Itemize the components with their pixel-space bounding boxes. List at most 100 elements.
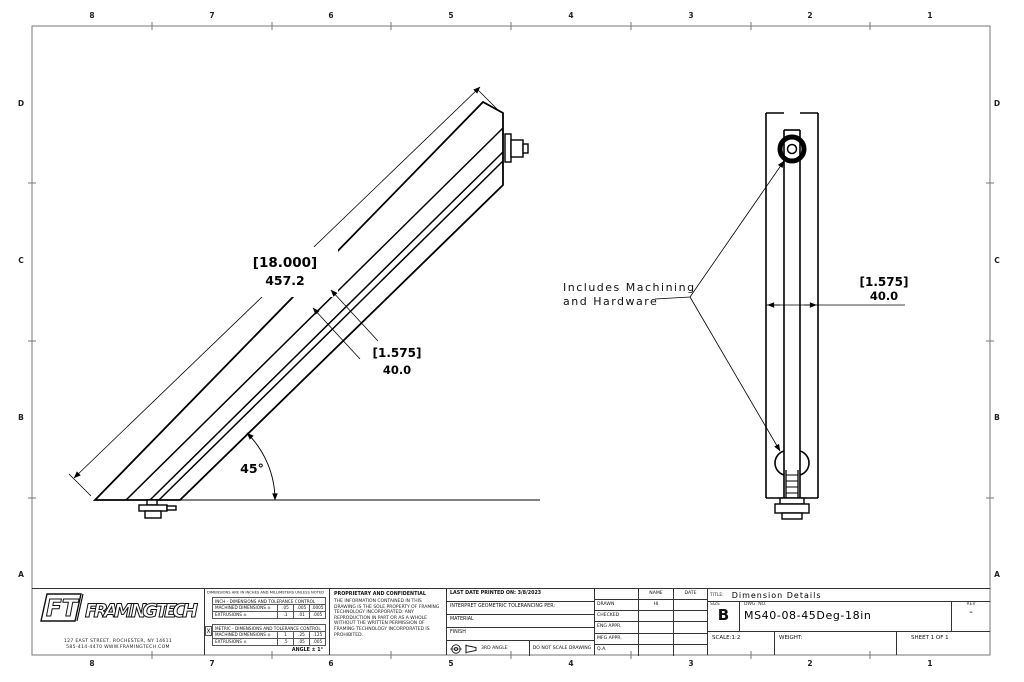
- zone-label: 2: [807, 659, 813, 668]
- metric-tolerance-box: METRIC - DIMENSIONS AND TOLERANCE CONTRO…: [212, 624, 326, 646]
- tol-value: .05: [277, 605, 293, 611]
- beam-width-inch: [1.575]: [373, 346, 422, 360]
- projection-group: 3RD ANGLE: [447, 641, 530, 656]
- approval-date: [674, 634, 707, 645]
- zone-label: 7: [209, 11, 215, 20]
- no-scale-note: DO NOT SCALE DRAWING: [532, 646, 592, 651]
- drawing-title: Dimension Details: [731, 590, 822, 600]
- sheet-size: B: [717, 606, 730, 624]
- zone-label: D: [993, 99, 1001, 108]
- zone-label: 2: [807, 11, 813, 20]
- bottom-hardware: [774, 450, 810, 520]
- finish-label: FINISH: [447, 628, 594, 641]
- machining-note-line2: and Hardware: [563, 295, 658, 308]
- machining-note-line1: Includes Machining: [563, 281, 696, 294]
- length-dimension: [18.000] 457.2: [68, 86, 500, 497]
- zone-label: B: [994, 413, 1000, 422]
- tol-value: .5: [277, 639, 293, 645]
- tolerance-row: MACHINED DIMENSIONS ± .05 .005 .0005: [213, 604, 325, 611]
- rev-label: REV: [966, 602, 976, 607]
- address-line-2: 585-414-4470 WWW.FRAMINGTECH.COM: [66, 645, 170, 650]
- zone-label: C: [18, 256, 24, 265]
- proprietary-notice: PROPRIETARY AND CONFIDENTIAL THE INFORMA…: [330, 589, 447, 655]
- company-cell: FT FRAMING TECH 127 EAST STREET, ROCHEST…: [32, 589, 205, 655]
- third-angle-projection-icon: [450, 643, 477, 654]
- approvals-table: NAME DATE DRAWN HI CHECKED ENG APPR. MFG…: [595, 589, 708, 656]
- tol-value: 1: [277, 632, 293, 638]
- zone-label: B: [18, 413, 24, 422]
- tol-row-label: EXTRUSIONS ±: [215, 639, 247, 644]
- approval-label: CHECKED: [595, 611, 639, 623]
- zone-label: 3: [688, 659, 694, 668]
- front-width-mm: 40.0: [870, 289, 898, 303]
- approval-label: ENG APPR.: [595, 622, 639, 634]
- address-line-1: 127 EAST STREET, ROCHESTER, NY 14611: [63, 639, 173, 644]
- title-block: FT FRAMING TECH 127 EAST STREET, ROCHEST…: [32, 588, 990, 656]
- zone-label: 6: [328, 659, 334, 668]
- zone-label: D: [17, 99, 25, 108]
- metric-tolerance-header: METRIC - DIMENSIONS AND TOLERANCE CONTRO…: [215, 626, 321, 631]
- angled-beam-view: 45° [18.000] 457.2 [1.575] 40.0: [68, 86, 540, 519]
- tol-value: .005: [293, 605, 309, 611]
- length-dim-mm: 457.2: [265, 273, 305, 288]
- approval-date: [674, 645, 707, 656]
- size-box: SIZE B: [708, 602, 740, 631]
- tol-row-label: MACHINED DIMENSIONS ±: [215, 632, 271, 637]
- tol-row-label: MACHINED DIMENSIONS ±: [215, 605, 271, 610]
- tol-value: .1: [277, 612, 293, 618]
- approval-label: Q.A.: [595, 644, 639, 656]
- title-label: TITLE:: [710, 592, 724, 598]
- tolerance-row: EXTRUSIONS ± .5 .05 .005: [213, 638, 325, 645]
- approval-date: [674, 622, 707, 634]
- beam-width-dimension: [1.575] 40.0: [312, 289, 422, 377]
- zone-label: 3: [688, 11, 694, 20]
- date-header: DATE: [674, 589, 707, 601]
- machining-note: Includes Machining and Hardware: [563, 160, 785, 452]
- tolerance-row: EXTRUSIONS ± .1 .01 .005: [213, 611, 325, 618]
- approval-label: DRAWN: [595, 600, 639, 612]
- zone-label: 7: [209, 659, 215, 668]
- tol-value: .0005: [309, 605, 325, 611]
- approval-name: [639, 644, 674, 656]
- tol-value: .005: [309, 639, 325, 645]
- beam-width-mm: 40.0: [383, 363, 411, 377]
- tol-value: .005: [309, 612, 325, 618]
- approval-label: MFG APPR.: [595, 633, 639, 645]
- inch-tolerance-box: INCH - DIMENSIONS AND TOLERANCE CONTROL …: [212, 597, 326, 619]
- tolerance-note: DIMENSIONS ARE IN INCHES AND MILLIMETERS…: [207, 590, 325, 595]
- dwg-box: DWG. NO. MS40-08-45Deg-18in: [740, 602, 952, 631]
- sheet-border: [28, 22, 994, 659]
- zone-label: 8: [89, 11, 95, 20]
- tolerance-row: MACHINED DIMENSIONS ± 1 .25 .125: [213, 631, 325, 638]
- bottom-fastener: [138, 499, 177, 519]
- size-label: SIZE: [710, 602, 721, 607]
- zone-label: 6: [328, 11, 334, 20]
- tol-row-label: EXTRUSIONS ±: [215, 612, 247, 617]
- front-beam-view: [1.575] 40.0 Includes Machining and Hard…: [563, 112, 909, 520]
- zone-label: 8: [89, 659, 95, 668]
- projection-row: 3RD ANGLE DO NOT SCALE DRAWING: [447, 641, 594, 656]
- metric-checkbox: X: [205, 626, 212, 636]
- zone-label: A: [18, 570, 24, 579]
- angle-dim-text: 45°: [240, 461, 264, 476]
- third-angle-label: 3RD ANGLE: [481, 646, 508, 651]
- front-width-inch: [1.575]: [860, 275, 909, 289]
- zone-label: 4: [568, 11, 574, 20]
- tolerance-table: DIMENSIONS ARE IN INCHES AND MILLIMETERS…: [205, 589, 330, 655]
- sheet-info: SHEET 1 OF 1: [911, 635, 949, 641]
- top-fastener: [504, 133, 529, 163]
- top-screw-head: [777, 134, 807, 164]
- inch-tolerance-header: INCH - DIMENSIONS AND TOLERANCE CONTROL: [215, 599, 316, 604]
- material-label: MATERIAL: [447, 615, 594, 628]
- weight-label: WEIGHT:: [775, 632, 897, 655]
- front-width-dimension: [1.575] 40.0: [766, 275, 909, 308]
- approval-date: [674, 600, 707, 612]
- proprietary-body: THE INFORMATION CONTAINED IN THIS DRAWIN…: [334, 599, 440, 638]
- approval-name: [639, 633, 674, 645]
- scale-value: SCALE:1:2: [708, 632, 775, 655]
- length-dim-inch: [18.000]: [253, 255, 317, 271]
- rev-box: REV -: [952, 602, 990, 631]
- company-address: 127 EAST STREET, ROCHESTER, NY 14611 585…: [32, 639, 204, 651]
